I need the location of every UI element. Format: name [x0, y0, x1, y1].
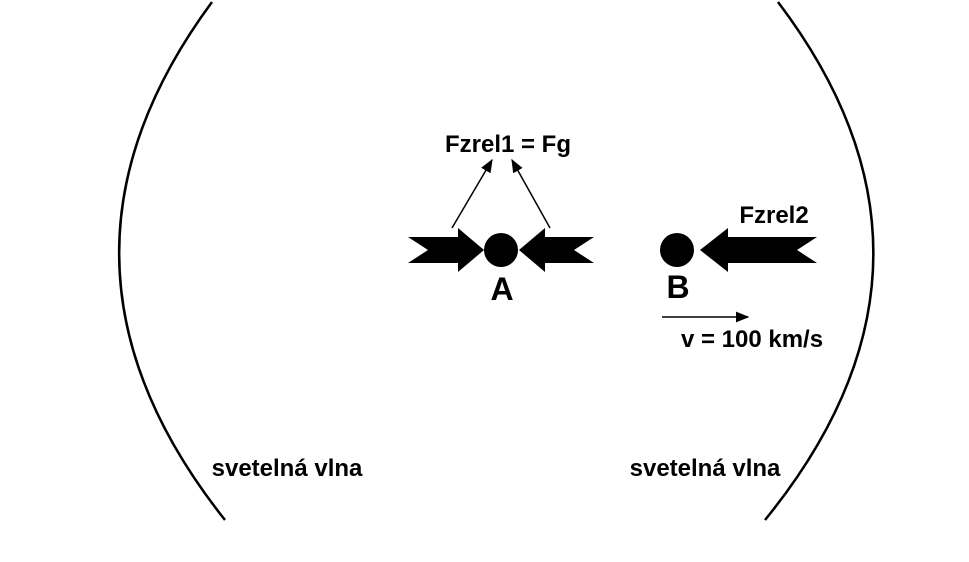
- pointer-line-right: [511, 158, 551, 229]
- force-b-label: Fzrel2: [739, 202, 808, 229]
- force-equation-label: Fzrel1 = Fg: [445, 131, 571, 158]
- point-a-label: A: [490, 271, 513, 307]
- wave-label-left: svetelná vlna: [212, 455, 363, 482]
- pointer-line-left: [451, 158, 493, 229]
- particle-b: [660, 233, 694, 267]
- left-wave-front: [117, 1, 226, 521]
- wave-label-right: svetelná vlna: [630, 455, 781, 482]
- force-arrow-a-right: [519, 228, 594, 272]
- right-wave-front: [764, 1, 875, 521]
- point-b-label: B: [666, 269, 689, 305]
- force-arrow-a-left: [408, 228, 484, 272]
- particle-a: [484, 233, 518, 267]
- force-arrow-b: [700, 228, 817, 272]
- velocity-label: v = 100 km/s: [681, 326, 823, 353]
